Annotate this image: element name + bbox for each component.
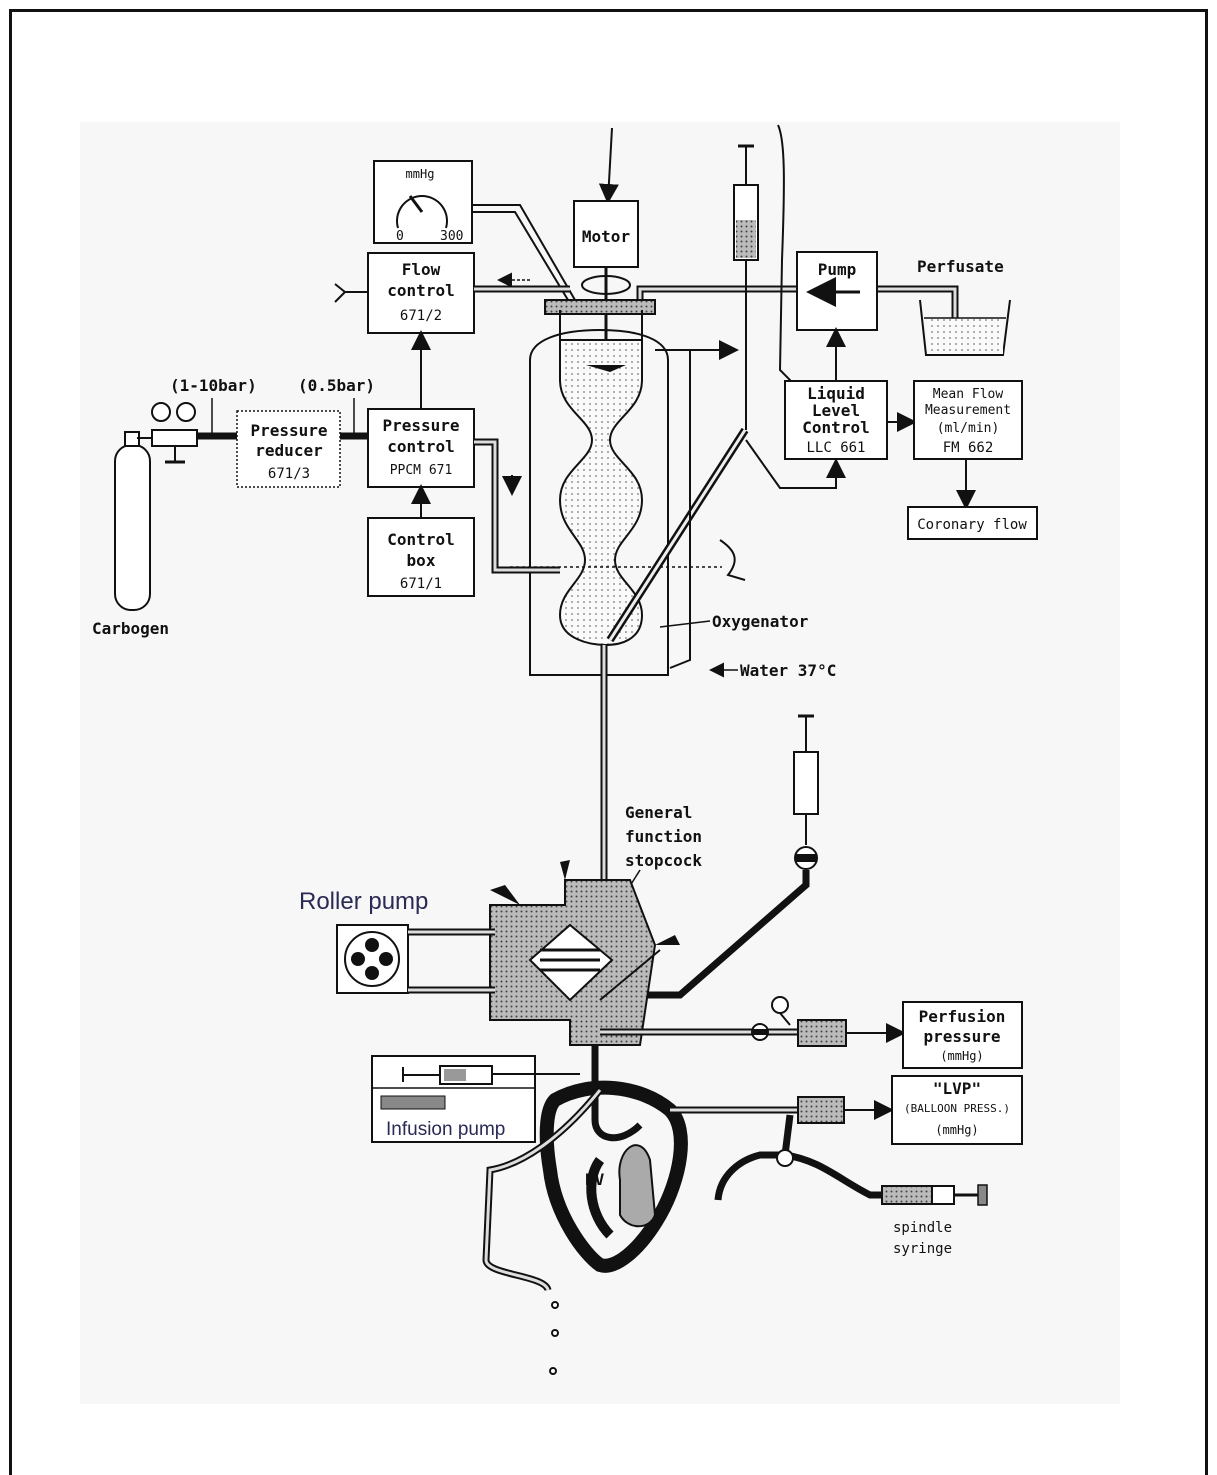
- perfusion-line3: (mmHg): [940, 1049, 983, 1063]
- rv-label: RV: [585, 1170, 605, 1189]
- motor-label: Motor: [582, 227, 630, 246]
- mfm-line1: Mean Flow: [933, 387, 1004, 402]
- carbogen-label: Carbogen: [92, 619, 169, 638]
- stopcock-line3: stopcock: [625, 851, 702, 870]
- control-box-line1: Control: [387, 530, 454, 549]
- pump-box: Pump: [796, 251, 878, 331]
- flow-control-line1: Flow: [402, 260, 441, 279]
- flow-control-line3: 671/2: [400, 308, 442, 324]
- perfusate-label: Perfusate: [917, 257, 1004, 276]
- carbogen-cylinder: Carbogen: [92, 402, 198, 638]
- stopcock-line1: General: [625, 803, 692, 822]
- coronary-flow-box: Coronary flow: [907, 506, 1038, 540]
- perfusate-beaker: Perfusate: [917, 257, 1011, 356]
- stopcock-line2: function: [625, 827, 702, 846]
- lvp-line3: (mmHg): [935, 1123, 978, 1137]
- pressure-control-box: Pressure control PPCM 671: [367, 408, 475, 488]
- pressure-control-line2: control: [387, 437, 454, 456]
- flow-control-box: Flow control 671/2: [367, 252, 475, 334]
- llc-line2: Level: [812, 401, 860, 420]
- mfm-line2: Measurement: [925, 403, 1011, 418]
- pressure-reducer-line1: Pressure: [250, 421, 327, 440]
- oxygenator: [510, 299, 749, 676]
- infusion-pump: Infusion pump: [371, 1055, 536, 1143]
- general-function-stopcock: [489, 860, 680, 1046]
- right-syringe: [640, 714, 819, 999]
- spindle-line2: syringe: [893, 1241, 952, 1257]
- lvp-line2: (BALLOON PRESS.): [904, 1102, 1010, 1115]
- control-box-line3: 671/1: [400, 576, 442, 592]
- pressure-control-line3: PPCM 671: [390, 463, 453, 478]
- infusion-pump-label: Infusion pump: [386, 1119, 505, 1140]
- pressure-control-line1: Pressure: [382, 416, 459, 435]
- pressure-reducer-line3: 671/3: [268, 466, 310, 482]
- roller-pump: [336, 924, 409, 994]
- liquid-level-control-box: Liquid Level Control LLC 661: [784, 380, 888, 460]
- control-box: Control box 671/1: [367, 517, 475, 597]
- heart: RV: [482, 1045, 688, 1375]
- motor: Motor: [573, 127, 639, 362]
- oxygenator-label: Oxygenator: [712, 612, 808, 631]
- control-box-line2: box: [407, 551, 436, 570]
- pressure-reducer-box: Pressure reducer 671/3: [236, 410, 341, 488]
- pump-label: Pump: [818, 260, 857, 279]
- pressure-05bar-label: (0.5bar): [298, 376, 375, 395]
- pressure-reducer-line2: reducer: [255, 441, 322, 460]
- figure-frame: [9, 9, 1208, 1475]
- perfusion-line1: Perfusion: [919, 1007, 1006, 1026]
- mfm-line4: FM 662: [943, 440, 994, 456]
- water-label: Water 37°C: [740, 661, 836, 680]
- perfusion-line2: pressure: [923, 1027, 1000, 1046]
- mean-flow-measurement-box: Mean Flow Measurement (ml/min) FM 662: [913, 380, 1023, 460]
- gauge-unit-label: mmHg: [406, 167, 435, 181]
- spindle-syringe: spindle syringe: [881, 1184, 988, 1257]
- llc-line1: Liquid: [807, 384, 865, 403]
- top-syringe: [733, 144, 759, 430]
- gauge-min-label: 0: [396, 229, 404, 244]
- lvp-box: "LVP" (BALLOON PRESS.) (mmHg): [891, 1075, 1023, 1145]
- coronary-flow-label: Coronary flow: [917, 517, 1027, 533]
- spindle-line1: spindle: [893, 1220, 952, 1236]
- roller-pump-label: Roller pump: [299, 888, 428, 915]
- mfm-line3: (ml/min): [937, 421, 1000, 436]
- pressure-1-10bar-label: (1-10bar): [170, 376, 257, 395]
- lvp-line1: "LVP": [933, 1079, 981, 1098]
- llc-line3: Control: [802, 418, 869, 437]
- llc-line4: LLC 661: [806, 440, 865, 456]
- pressure-gauge: mmHg 0 300: [373, 160, 473, 244]
- flow-control-line2: control: [387, 281, 454, 300]
- gauge-max-label: 300: [440, 229, 463, 244]
- perfusion-pressure-box: Perfusion pressure (mmHg): [902, 1001, 1023, 1069]
